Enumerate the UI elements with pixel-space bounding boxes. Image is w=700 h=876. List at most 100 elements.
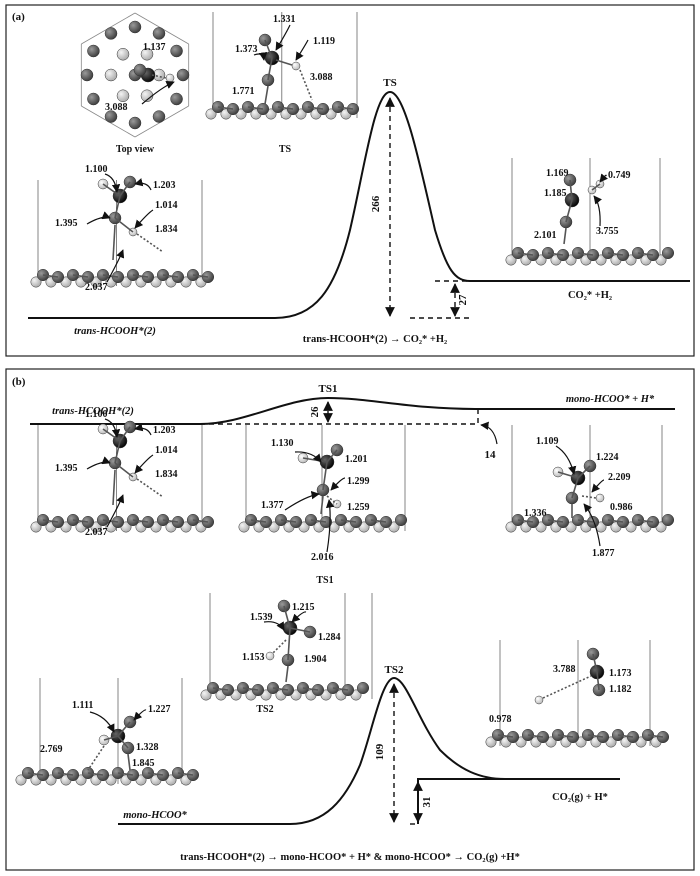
reaction-energy-value-a: 27 — [457, 294, 469, 306]
reactant-label-b: trans-HCOOH*(2) — [52, 406, 134, 417]
distance-label: 1.119 — [313, 36, 335, 47]
bond — [217, 106, 234, 110]
distance-label: 0.978 — [489, 714, 512, 725]
surface-atom — [152, 110, 166, 123]
distance-label: 1.395 — [55, 463, 78, 474]
pointer-arrow — [104, 173, 121, 193]
surface-atom-light — [205, 108, 217, 120]
bond — [370, 519, 387, 523]
distance-label: 3.088 — [310, 72, 333, 83]
distance-label: 1.130 — [271, 438, 294, 449]
hydrogen-atom — [291, 61, 301, 71]
distance-label: 1.331 — [273, 14, 296, 25]
bond — [119, 426, 131, 442]
distance-label: 1.014 — [155, 200, 178, 211]
bond — [283, 605, 291, 629]
hydrogen-atom — [265, 651, 275, 661]
pointer-arrow — [134, 454, 154, 474]
distance-label: 2.037 — [85, 527, 108, 538]
bond — [277, 106, 294, 110]
surface-atom — [128, 116, 142, 130]
distance-label: 1.299 — [347, 476, 370, 487]
distance-label: 1.203 — [153, 180, 176, 191]
energy-curve-b-lower — [118, 676, 620, 825]
ts1-structure-label: TS1 — [316, 575, 333, 586]
reaction-label-b: trans-HCOOH*(2) → mono-HCOO* + H* & mono… — [180, 852, 520, 863]
surface-atom-light — [30, 276, 42, 288]
co2-gas-label: CO₂(g) + H* — [552, 792, 608, 803]
bond — [591, 183, 601, 191]
bond — [42, 519, 59, 523]
pointer-arrow — [599, 173, 608, 183]
reaction-energy-arrow-b — [480, 421, 498, 445]
pointer-arrow — [134, 423, 152, 436]
surface-atom-light — [104, 68, 118, 82]
distance-label: 3.088 — [105, 102, 128, 113]
bond — [264, 85, 269, 105]
barrier-value-ts2: 109 — [374, 743, 386, 760]
bond — [192, 274, 209, 278]
bond — [332, 687, 349, 691]
distance-label: 1.100 — [85, 164, 108, 175]
surface-atom — [170, 44, 183, 58]
bond — [177, 772, 194, 776]
distance-label: 1.185 — [544, 188, 567, 199]
pointer-arrow — [134, 178, 152, 191]
surface-atom-light — [140, 47, 154, 61]
bond — [114, 217, 134, 233]
product-label-a: CO₂* +H₂ — [568, 290, 612, 301]
barrier-value-a: 266 — [370, 195, 382, 212]
bond — [103, 735, 119, 741]
pointer-arrow — [86, 211, 111, 225]
panel-a-tag: (a) — [12, 11, 25, 23]
reaction-energy-value-b: 14 — [485, 449, 497, 461]
hydrogen-atom — [595, 493, 605, 503]
distance-label: 1.539 — [250, 612, 273, 623]
distance-label: 1.771 — [232, 86, 255, 97]
bond — [250, 519, 267, 523]
distance-label: 1.259 — [347, 502, 370, 513]
pointer-arrow — [263, 621, 285, 631]
panel-b-frame — [5, 368, 695, 871]
bond — [102, 428, 121, 442]
surface-atom — [133, 63, 147, 77]
distance-label: 1.109 — [536, 436, 559, 447]
pointer-arrow — [325, 499, 335, 553]
bond — [117, 721, 131, 737]
distance-label: 1.182 — [609, 684, 632, 695]
bond — [497, 734, 514, 738]
pointer-arrow — [106, 494, 125, 528]
bond — [242, 687, 259, 691]
surface-atom — [394, 513, 408, 527]
bond — [114, 440, 121, 464]
pointer-arrow — [295, 39, 309, 61]
bond — [320, 495, 324, 515]
bond — [112, 469, 116, 506]
pointer-arrow — [555, 445, 577, 475]
ts2-peak-label: TS2 — [385, 664, 404, 676]
bond — [565, 199, 573, 223]
reactant-label-a: trans-HCOOH*(2) — [74, 326, 156, 337]
bond — [127, 753, 131, 771]
bond — [72, 519, 89, 523]
bond — [563, 227, 567, 245]
pointer-arrow — [284, 491, 320, 511]
bond — [607, 252, 624, 256]
pointer-arrow — [583, 503, 601, 547]
bond — [289, 627, 311, 633]
mono-hcoo-label: mono-HCOO* — [123, 810, 187, 821]
bond — [299, 69, 313, 101]
pointer-arrow — [141, 81, 175, 105]
surface-atom — [128, 20, 142, 34]
distance-label: 1.100 — [85, 409, 108, 420]
bond — [114, 462, 134, 478]
distance-label: 0.749 — [608, 170, 631, 181]
bond — [162, 274, 179, 278]
panel-a-frame — [5, 4, 695, 357]
bond — [517, 519, 534, 523]
distance-label: 1.137 — [143, 42, 166, 53]
bond — [322, 461, 328, 491]
bond — [136, 233, 164, 253]
